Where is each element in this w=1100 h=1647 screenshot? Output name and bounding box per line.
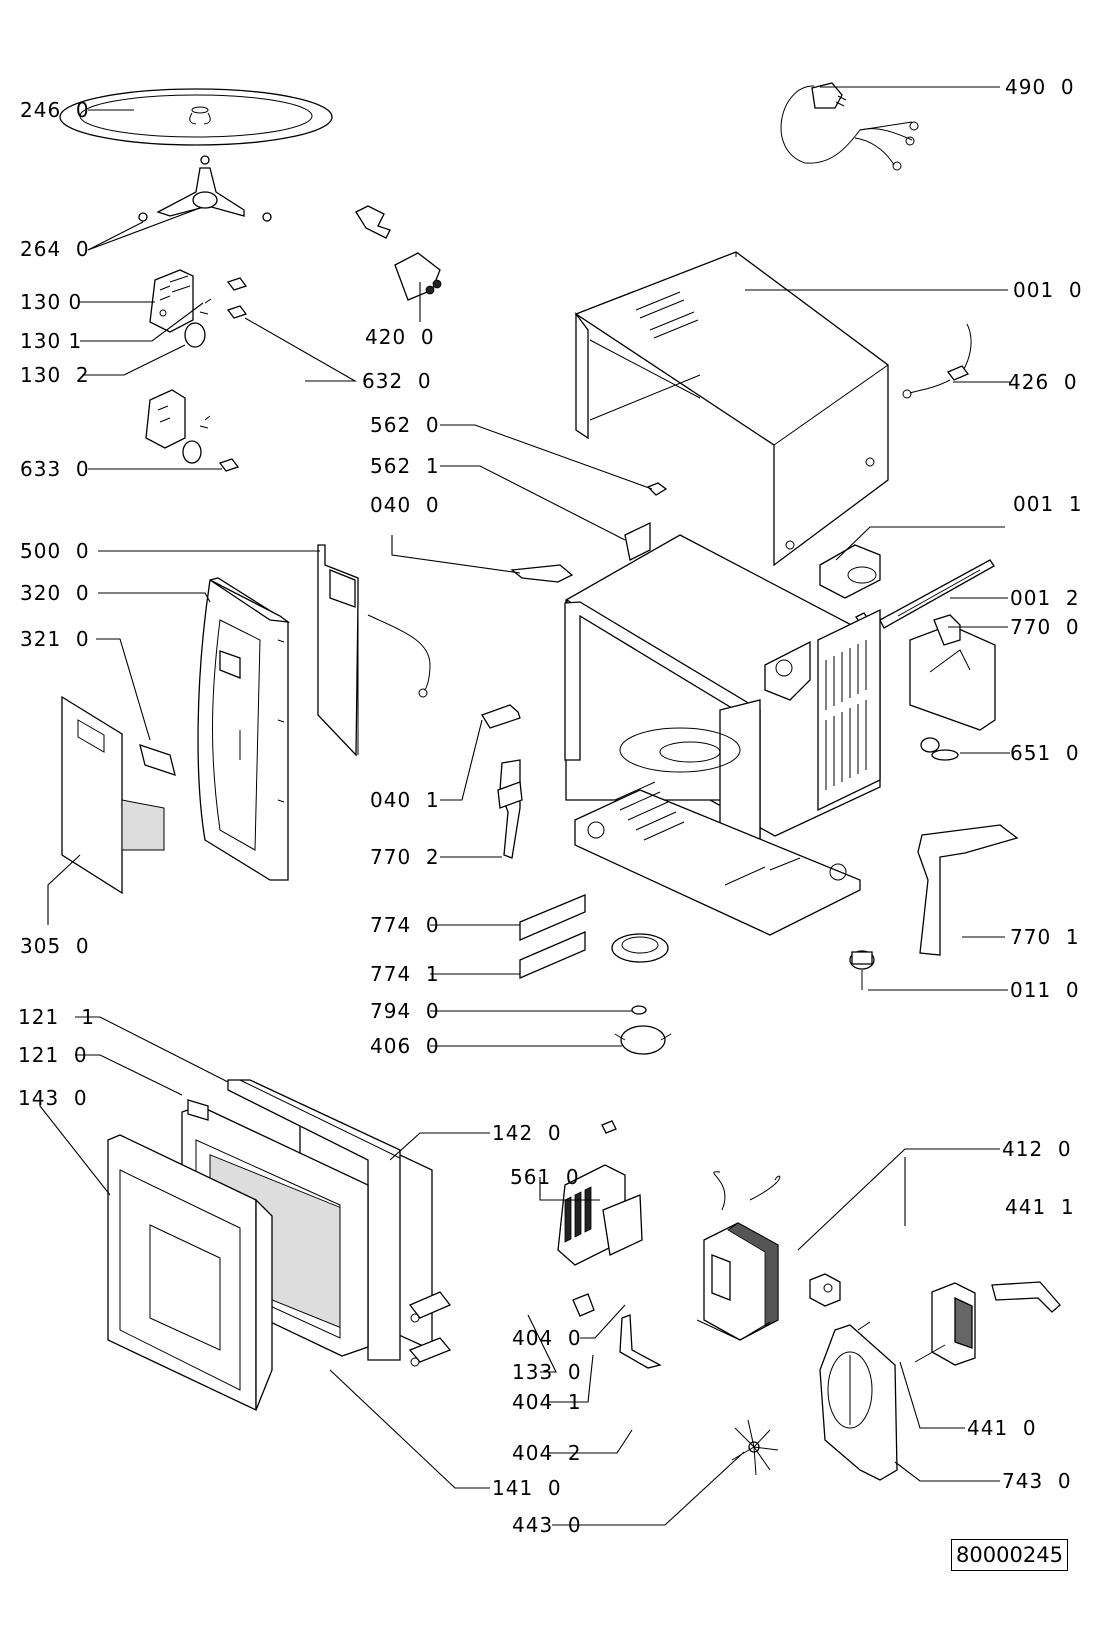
fuse-wire-drawing [902,323,972,399]
oven-cavity-drawing [564,534,881,936]
small-parts-center-drawing [519,894,672,1055]
label-561-0: 561 0 [510,1165,580,1189]
lamp-drawing [920,737,959,761]
label-500-0: 500 0 [20,539,90,563]
label-121-0: 121 0 [18,1043,88,1067]
label-246-0: 246 0 [20,98,90,122]
magnetron-drawing [557,1120,662,1369]
label-770-1: 770 1 [1010,925,1080,949]
label-651-0: 651 0 [1010,741,1080,765]
label-443-0: 443 0 [512,1513,582,1537]
label-130-0: 130 0 [20,290,83,314]
label-774-0: 774 0 [370,913,440,937]
label-040-0: 040 0 [370,493,440,517]
label-040-1: 040 1 [370,788,440,812]
air-duct-drawing [909,614,996,731]
label-404-0: 404 0 [512,1326,582,1350]
door-assembly-drawing [107,1079,433,1412]
capacitor-drawing [355,205,442,301]
label-774-1: 774 1 [370,962,440,986]
control-board-drawing [317,544,431,757]
door-latch-drawing [408,1291,452,1367]
label-133-0: 133 0 [512,1360,582,1384]
label-562-1: 562 1 [370,454,440,478]
label-143-0: 143 0 [18,1086,88,1110]
label-794-0: 794 0 [370,999,440,1023]
leader-lines [39,86,1010,1526]
label-404-1: 404 1 [512,1390,582,1414]
label-441-1: 441 1 [1005,1195,1075,1219]
label-743-0: 743 0 [1002,1469,1072,1493]
label-770-2: 770 2 [370,845,440,869]
label-633-0: 633 0 [20,457,90,481]
thermal-cutout-drawing [510,482,668,583]
label-770-0: 770 0 [1010,615,1080,639]
label-305-0: 305 0 [20,934,90,958]
label-121-1: 121 1 [18,1005,95,1029]
overlay-drawing [61,695,165,895]
label-264-0: 264 0 [20,237,90,261]
fan-motor-drawing [914,1281,1061,1366]
display-window-drawing [139,744,176,776]
label-320-0: 320 0 [20,581,90,605]
label-426-0: 426 0 [1008,370,1078,394]
control-panel-drawing [197,577,291,881]
roller-support-drawing [138,155,272,222]
label-490-0: 490 0 [1005,75,1075,99]
transformer-drawing [696,1171,781,1341]
label-130-1: 130 1 [20,329,83,353]
coupler-drawing [849,950,875,990]
drawing-reference-number: 80000245 [951,1539,1068,1571]
label-001-2: 001 2 [1010,586,1080,610]
clamp-and-rail-drawing [819,544,995,629]
outer-cabinet-drawing [574,251,889,567]
label-404-2: 404 2 [512,1441,582,1465]
brackets-left-drawing [481,704,523,859]
label-632-0: 632 0 [362,369,432,393]
label-011-0: 011 0 [1010,978,1080,1002]
label-001-1: 001 1 [1013,492,1083,516]
label-001-0: 001 0 [1013,278,1083,302]
label-420-0: 420 0 [365,325,435,349]
door-switch-assembly-drawing [145,269,248,472]
label-406-0: 406 0 [370,1034,440,1058]
label-141-0: 141 0 [492,1476,562,1500]
fan-duct-drawing [819,1321,898,1481]
turntable-plate-drawing [59,88,333,146]
fan-blade-drawing [731,1419,779,1476]
label-130-2: 130 2 [20,363,90,387]
bracket-770-1-drawing [917,824,1019,956]
label-321-0: 321 0 [20,627,90,651]
label-441-0: 441 0 [967,1416,1037,1440]
spacer-drawing [809,1273,841,1307]
label-142-0: 142 0 [492,1121,562,1145]
power-cord-drawing [780,82,919,171]
label-562-0: 562 0 [370,413,440,437]
label-412-0: 412 0 [1002,1137,1072,1161]
